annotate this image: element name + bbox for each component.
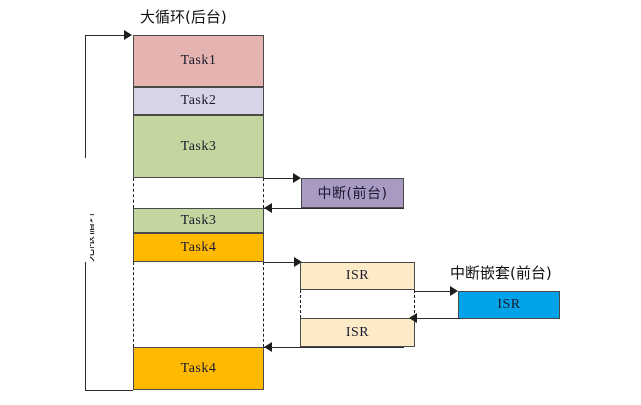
to-interrupt-arrow-icon xyxy=(293,173,301,183)
from-nested-isr-riser xyxy=(459,318,460,319)
isr-label-b: ISR xyxy=(345,324,370,340)
to-interrupt-line xyxy=(264,178,294,179)
task1-label: Task1 xyxy=(180,53,217,68)
isr-label-a: ISR xyxy=(345,268,370,283)
isr-block-a: ISR xyxy=(300,262,415,290)
loop-bottom-line xyxy=(85,390,133,391)
to-nested-isr-arrow-icon xyxy=(450,286,458,296)
nested-isr-label: ISR xyxy=(497,297,521,312)
task4-label-b: Task4 xyxy=(180,360,217,376)
interrupt-block: 中断(前台) xyxy=(301,178,404,208)
to-isr-line xyxy=(264,262,296,263)
task4-label-a: Task4 xyxy=(180,239,217,255)
to-isr-arrow-icon xyxy=(294,257,302,267)
from-isr-arrow-icon xyxy=(264,342,272,352)
interrupt-label: 中断(前台) xyxy=(317,186,388,202)
background-loop-title: 大循环(后台) xyxy=(140,8,227,26)
loop-top-arrow-icon xyxy=(124,30,132,40)
loop-label-gap xyxy=(81,158,90,262)
main-gap2-dash-right xyxy=(263,262,264,347)
isr-block-b: ISR xyxy=(300,318,415,347)
loop-top-line xyxy=(85,35,125,36)
task1-block: Task1 xyxy=(133,35,264,87)
task3-block-b: Task3 xyxy=(133,208,264,233)
isr-gap-dash-right xyxy=(414,290,415,318)
from-isr-line xyxy=(264,347,404,348)
from-interrupt-line xyxy=(264,208,404,209)
main-gap1-dash-right xyxy=(263,178,264,208)
main-gap2-dash-left xyxy=(133,262,134,347)
nested-interrupt-title: 中断嵌套(前台) xyxy=(450,264,552,282)
task4-block-b: Task4 xyxy=(133,347,264,390)
nested-isr-block: ISR xyxy=(458,291,560,319)
main-gap1-dash-left xyxy=(133,178,134,208)
task3-block-a: Task3 xyxy=(133,115,264,178)
task2-block: Task2 xyxy=(133,87,264,115)
task4-block-a: Task4 xyxy=(133,233,264,262)
task2-label: Task2 xyxy=(180,93,217,108)
isr-gap-dash-left xyxy=(300,290,301,318)
task3-label-a: Task3 xyxy=(180,138,217,154)
from-nested-isr-line xyxy=(415,318,460,319)
task3-label-b: Task3 xyxy=(180,212,217,228)
from-nested-isr-arrow-icon xyxy=(409,313,417,323)
from-interrupt-arrow-icon xyxy=(264,203,272,213)
to-nested-isr-line xyxy=(415,291,451,292)
